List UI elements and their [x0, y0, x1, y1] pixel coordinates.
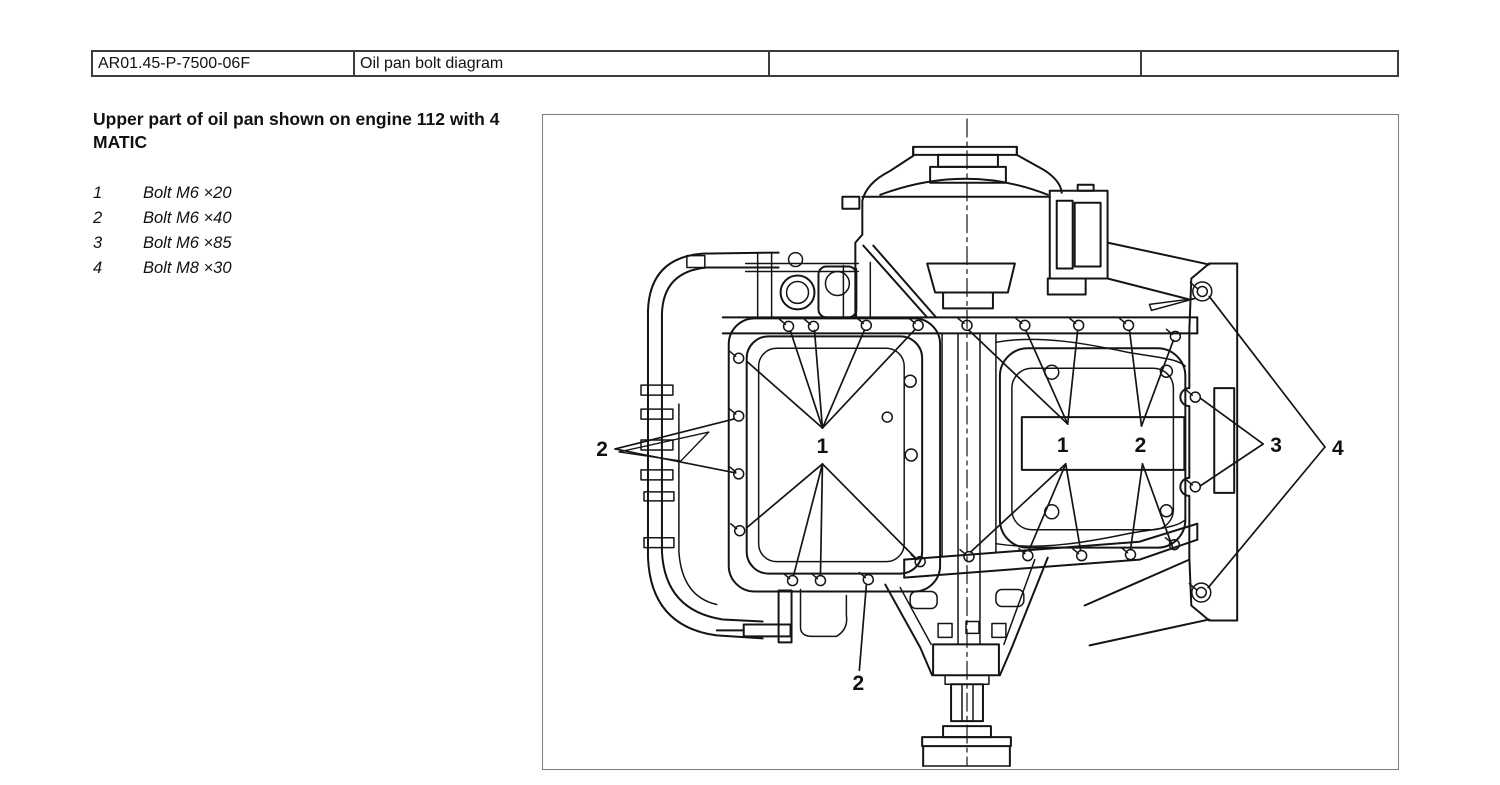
figure-frame: 2 1 1: [542, 114, 1399, 770]
oil-pan-right: [881, 338, 1187, 549]
callout-2-left: 2: [596, 418, 737, 474]
doc-title-cell: Oil pan bolt diagram: [353, 52, 768, 75]
callout-label-3: 3: [1270, 434, 1282, 457]
legend-item: 3 Bolt M6 ×85: [93, 231, 232, 256]
legend-item-desc: Bolt M8 ×30: [143, 259, 232, 277]
callout-label-2-left: 2: [596, 438, 608, 461]
legend-item: 1 Bolt M6 ×20: [93, 181, 232, 206]
oil-pan-left: [727, 317, 942, 593]
right-flange: [1083, 241, 1239, 647]
left-arm: [640, 251, 848, 644]
legend-item-desc: Bolt M6 ×85: [143, 234, 232, 252]
callout-1-left: 1: [745, 328, 918, 577]
legend-item-number: 4: [93, 259, 103, 277]
legend-item-number: 2: [93, 209, 103, 227]
callout-label-4: 4: [1332, 437, 1344, 460]
callout-3: 3: [1199, 397, 1282, 487]
callout-2-right: 2: [1128, 329, 1175, 551]
gasket-rails: [721, 316, 1199, 579]
header-table: AR01.45-P-7500-06F Oil pan bolt diagram: [91, 50, 1399, 77]
callout-2-bottom: 2: [853, 584, 868, 695]
callout-4: 4: [1207, 295, 1344, 589]
legend-item-number: 1: [93, 184, 103, 202]
legend-item-number: 3: [93, 234, 103, 252]
center-shaft: [941, 332, 997, 646]
callout-label-1-right: 1: [1057, 434, 1069, 457]
callout-label-2-right: 2: [1135, 434, 1147, 457]
lower-housing: [884, 556, 1049, 768]
figure-caption: Upper part of oil pan shown on engine 11…: [93, 109, 500, 152]
doc-code-cell: AR01.45-P-7500-06F: [98, 54, 251, 72]
legend-item-desc: Bolt M6 ×40: [143, 209, 232, 227]
callout-label-2-bottom: 2: [853, 672, 865, 695]
legend-item: 4 Bolt M8 ×30: [93, 256, 232, 281]
legend-item-desc: Bolt M6 ×20: [143, 184, 232, 202]
legend-item: 2 Bolt M6 ×40: [93, 206, 232, 231]
callout-1-right: 1: [968, 329, 1082, 553]
oil-pan-diagram: 2 1 1: [596, 118, 1344, 768]
header-cell-4: [1140, 52, 1397, 75]
bolt-legend: 1 Bolt M6 ×20 2 Bolt M6 ×40 3 Bolt M6 ×8…: [93, 181, 232, 281]
callout-label-1-left: 1: [817, 435, 829, 458]
header-cell-3: [768, 52, 1140, 75]
top-housing: [744, 145, 1109, 319]
